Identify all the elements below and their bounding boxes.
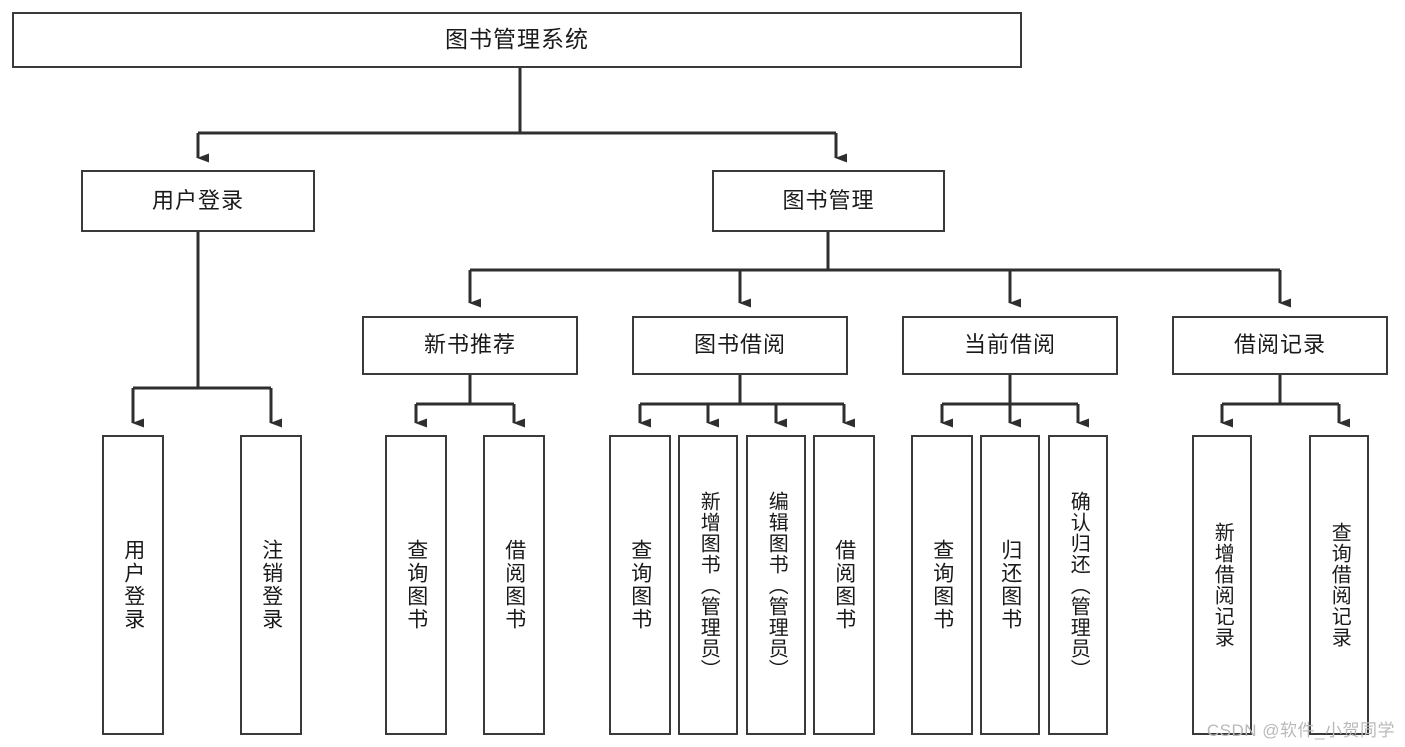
node-root-system[interactable]: 图书管理系统: [12, 12, 1022, 68]
leaf-query-record[interactable]: 查询借阅记录: [1309, 435, 1369, 735]
node-label: 当前借阅: [963, 332, 1056, 358]
node-label: 编辑图书（管理员）: [765, 490, 788, 680]
node-label: 图书借阅: [693, 332, 786, 358]
leaf-user-login[interactable]: 用户登录: [102, 435, 164, 735]
leaf-query-book-3[interactable]: 查询图书: [911, 435, 973, 735]
node-label: 借阅图书: [832, 539, 856, 631]
node-label: 注销登录: [259, 539, 283, 631]
leaf-borrow-book-2[interactable]: 借阅图书: [813, 435, 875, 735]
node-current-borrow[interactable]: 当前借阅: [902, 316, 1118, 375]
node-book-borrow[interactable]: 图书借阅: [632, 316, 848, 375]
node-label: 借阅记录: [1233, 332, 1326, 358]
node-book-manage[interactable]: 图书管理: [712, 170, 945, 232]
leaf-borrow-book-1[interactable]: 借阅图书: [483, 435, 545, 735]
leaf-query-book-2[interactable]: 查询图书: [609, 435, 671, 735]
node-label: 新增图书（管理员）: [697, 490, 720, 680]
csdn-watermark: CSDN @软件_小贺同学: [1206, 721, 1395, 740]
node-new-book-rec[interactable]: 新书推荐: [362, 316, 578, 375]
node-label: 查询图书: [930, 539, 954, 631]
leaf-query-book-1[interactable]: 查询图书: [385, 435, 447, 735]
node-label: 图书管理: [782, 187, 875, 213]
leaf-edit-book[interactable]: 编辑图书（管理员）: [746, 435, 806, 735]
leaf-return-book[interactable]: 归还图书: [980, 435, 1040, 735]
node-label: 归还图书: [998, 539, 1022, 631]
node-label: 新书推荐: [423, 332, 516, 358]
node-label: 用户登录: [121, 539, 145, 631]
node-user-login[interactable]: 用户登录: [81, 170, 315, 232]
leaf-confirm-return[interactable]: 确认归还（管理员）: [1048, 435, 1108, 735]
node-label: 查询图书: [628, 539, 652, 631]
node-label: 新增借阅记录: [1211, 522, 1234, 648]
node-label: 查询图书: [404, 539, 428, 631]
node-label: 用户登录: [151, 187, 244, 213]
node-label: 图书管理系统: [445, 26, 589, 53]
node-label: 借阅图书: [502, 539, 526, 631]
leaf-add-book[interactable]: 新增图书（管理员）: [678, 435, 738, 735]
node-borrow-record[interactable]: 借阅记录: [1172, 316, 1388, 375]
leaf-user-logout[interactable]: 注销登录: [240, 435, 302, 735]
node-label: 确认归还（管理员）: [1067, 490, 1090, 680]
leaf-add-record[interactable]: 新增借阅记录: [1192, 435, 1252, 735]
node-label: 查询借阅记录: [1328, 522, 1351, 648]
